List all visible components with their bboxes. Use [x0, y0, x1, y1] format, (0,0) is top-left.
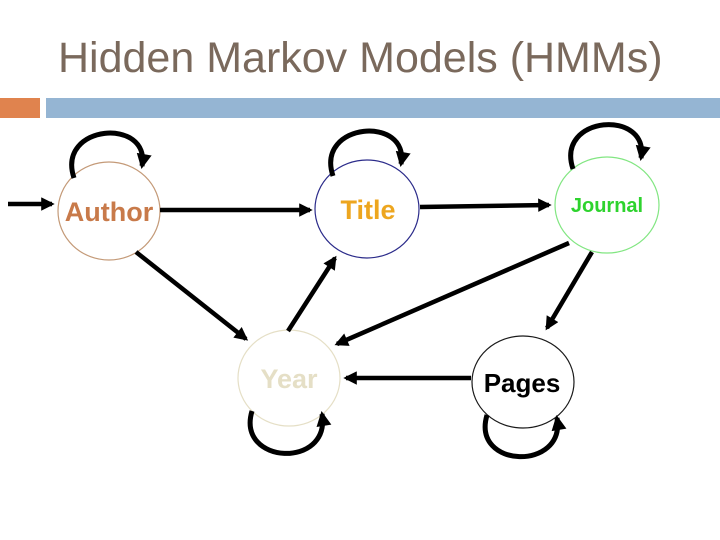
edge-year-to-title — [286, 255, 337, 333]
node-journal-label: Journal — [571, 195, 643, 217]
node-title-label: Title — [340, 195, 395, 225]
edge-journal-to-year — [334, 240, 570, 347]
node-author-label: Author — [65, 197, 154, 227]
accent-bar-blue — [46, 98, 720, 118]
accent-bar-orange-square — [0, 98, 40, 118]
node-pages-ellipse — [471, 335, 575, 429]
node-pages-label: Pages — [484, 368, 561, 398]
edge-title-to-journal — [419, 198, 552, 212]
node-year: Year — [237, 329, 341, 427]
self-loop-journal — [568, 122, 651, 170]
self-loop-pages — [482, 414, 567, 460]
edge-author-to-year — [134, 250, 249, 341]
edge-journal-to-pages — [545, 250, 594, 331]
slide-title: Hidden Markov Models (HMMs) — [58, 34, 663, 82]
node-journal: Journal — [554, 156, 660, 254]
node-pages: Pages — [471, 335, 575, 429]
self-loop-author — [69, 130, 152, 179]
node-author: Author — [57, 161, 161, 261]
node-year-label: Year — [260, 364, 318, 394]
node-journal-ellipse — [554, 156, 660, 254]
node-title-ellipse — [314, 159, 420, 259]
self-loop-title — [328, 128, 411, 177]
self-loop-year — [247, 410, 332, 456]
node-title: Title — [314, 159, 420, 259]
